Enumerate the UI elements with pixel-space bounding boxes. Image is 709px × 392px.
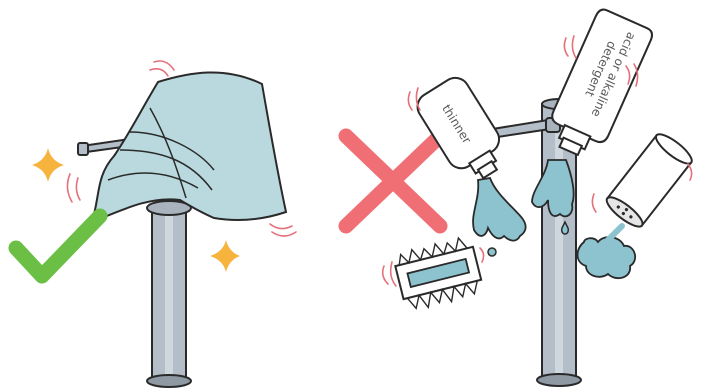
correct-method-panel <box>16 61 296 387</box>
powder-cleanser-can <box>578 130 696 278</box>
cleaning-cloth <box>92 72 286 222</box>
sparkle-icon <box>32 148 64 182</box>
scouring-pad <box>392 235 484 313</box>
thinner-bottle: thinner <box>412 73 525 256</box>
wrong-method-panel: thinner acid or alkaline detergent <box>346 7 696 386</box>
cross-icon <box>346 136 440 226</box>
check-icon <box>16 216 100 276</box>
sparkle-icon <box>210 240 240 272</box>
